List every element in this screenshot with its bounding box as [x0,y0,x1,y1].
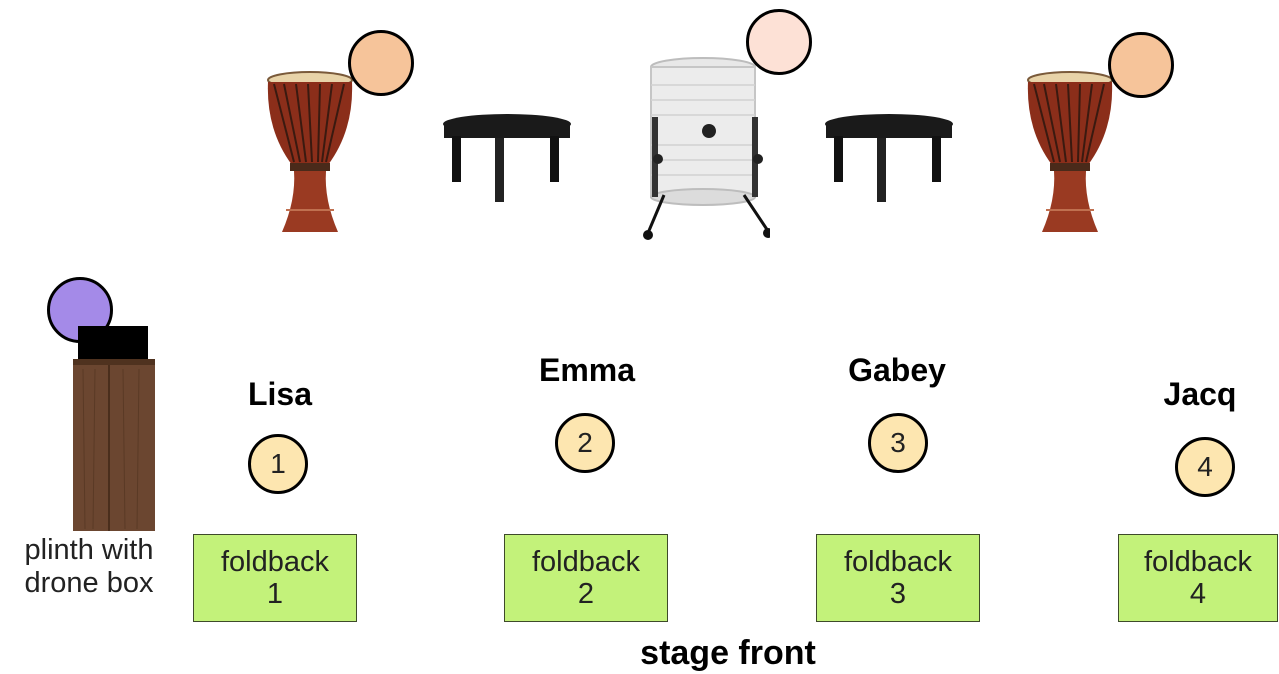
surdo-player-marker [746,9,812,75]
plinth-label: plinth with drone box [6,534,172,600]
side-table-left-icon [443,114,571,202]
position-marker-1: 1 [248,434,308,494]
plinth-label-line2: drone box [24,567,154,599]
side-table-right-icon [825,114,953,202]
djembe-left-icon [267,71,353,232]
djembe-right-icon [1027,71,1113,232]
djembe-left-player-marker [348,30,414,96]
stage-front-label: stage front [640,634,816,672]
wooden-plinth-icon [73,359,155,531]
foldback-3-line1: foldback [843,546,952,578]
foldback-1: foldback 1 [193,534,357,622]
surdo-drum-icon [643,57,770,240]
foldback-4-line2: 4 [1189,578,1207,610]
foldback-4: foldback 4 [1118,534,1278,622]
drone-box [78,326,148,360]
plinth-label-line1: plinth with [24,534,154,566]
djembe-right-player-marker [1108,32,1174,98]
performer-name-lisa: Lisa [247,376,313,412]
performer-name-gabey: Gabey [848,352,946,388]
foldback-2: foldback 2 [504,534,668,622]
foldback-1-line2: 1 [266,578,284,610]
foldback-3-line2: 3 [889,578,907,610]
foldback-2-line2: 2 [577,578,595,610]
foldback-2-line1: foldback [531,546,640,578]
foldback-1-line1: foldback [220,546,329,578]
position-marker-3: 3 [868,413,928,473]
foldback-4-line1: foldback [1143,546,1252,578]
foldback-3: foldback 3 [816,534,980,622]
performer-name-jacq: Jacq [1163,376,1237,412]
performer-name-emma: Emma [538,352,636,388]
position-marker-2: 2 [555,413,615,473]
position-marker-4: 4 [1175,437,1235,497]
